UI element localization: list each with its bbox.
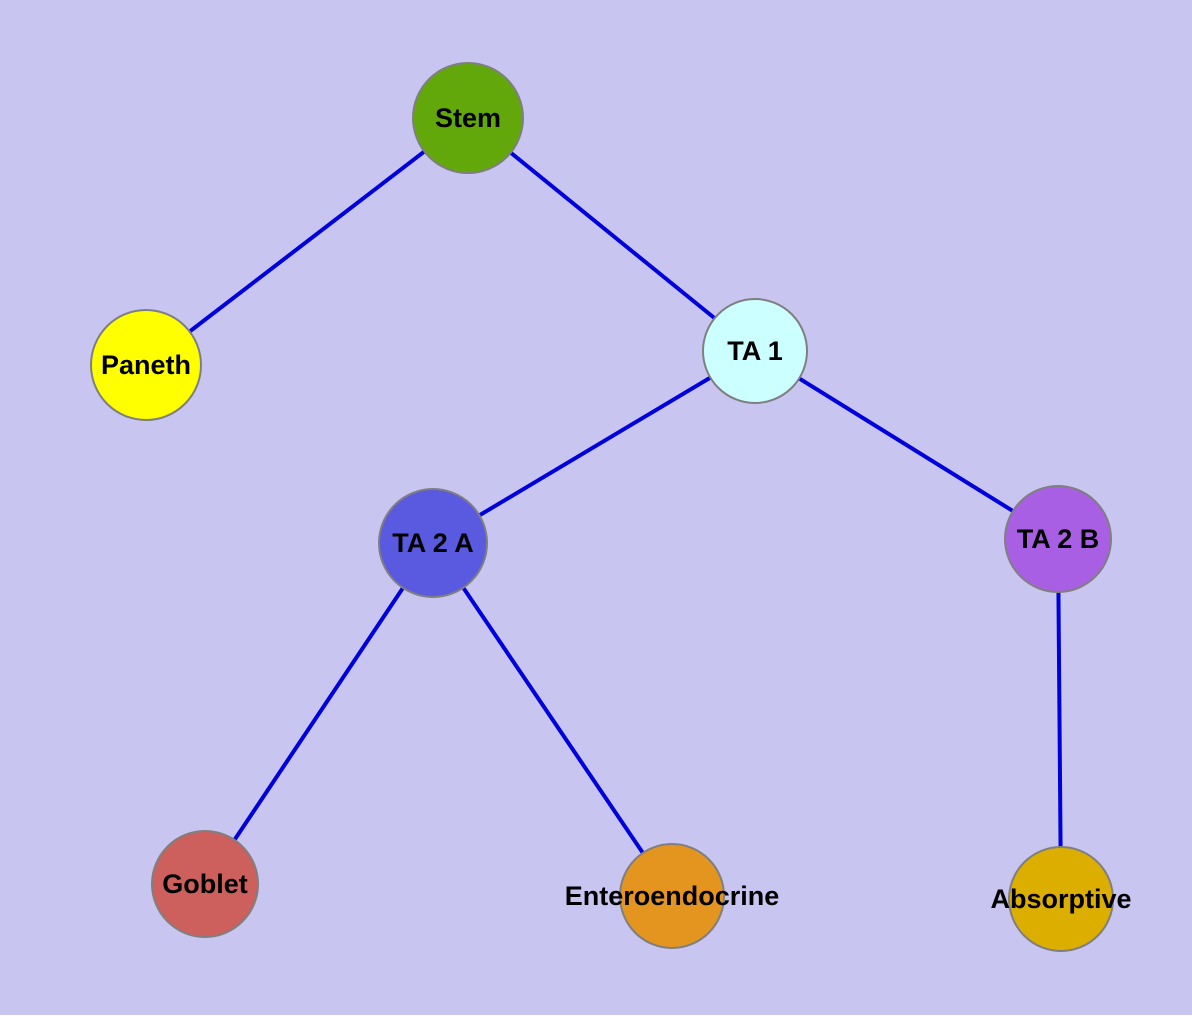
edge-stem-ta1	[466, 116, 757, 353]
edge-ta2b-absorptive	[1056, 538, 1063, 900]
edge-ta2a-goblet	[203, 541, 435, 886]
node-stem[interactable]	[412, 62, 524, 174]
node-paneth[interactable]	[90, 309, 202, 421]
node-absorptive[interactable]	[1008, 846, 1114, 952]
edge-ta1-ta2a	[431, 349, 757, 545]
node-ta1[interactable]	[702, 298, 808, 404]
edge-ta2a-enteroendocrine	[431, 541, 674, 898]
node-goblet[interactable]	[151, 830, 259, 938]
node-enteroendocrine[interactable]	[619, 843, 725, 949]
node-ta2b[interactable]	[1004, 485, 1112, 593]
edge-ta1-ta2b	[753, 349, 1060, 541]
edge-stem-paneth	[144, 116, 470, 367]
node-ta2a[interactable]	[378, 488, 488, 598]
